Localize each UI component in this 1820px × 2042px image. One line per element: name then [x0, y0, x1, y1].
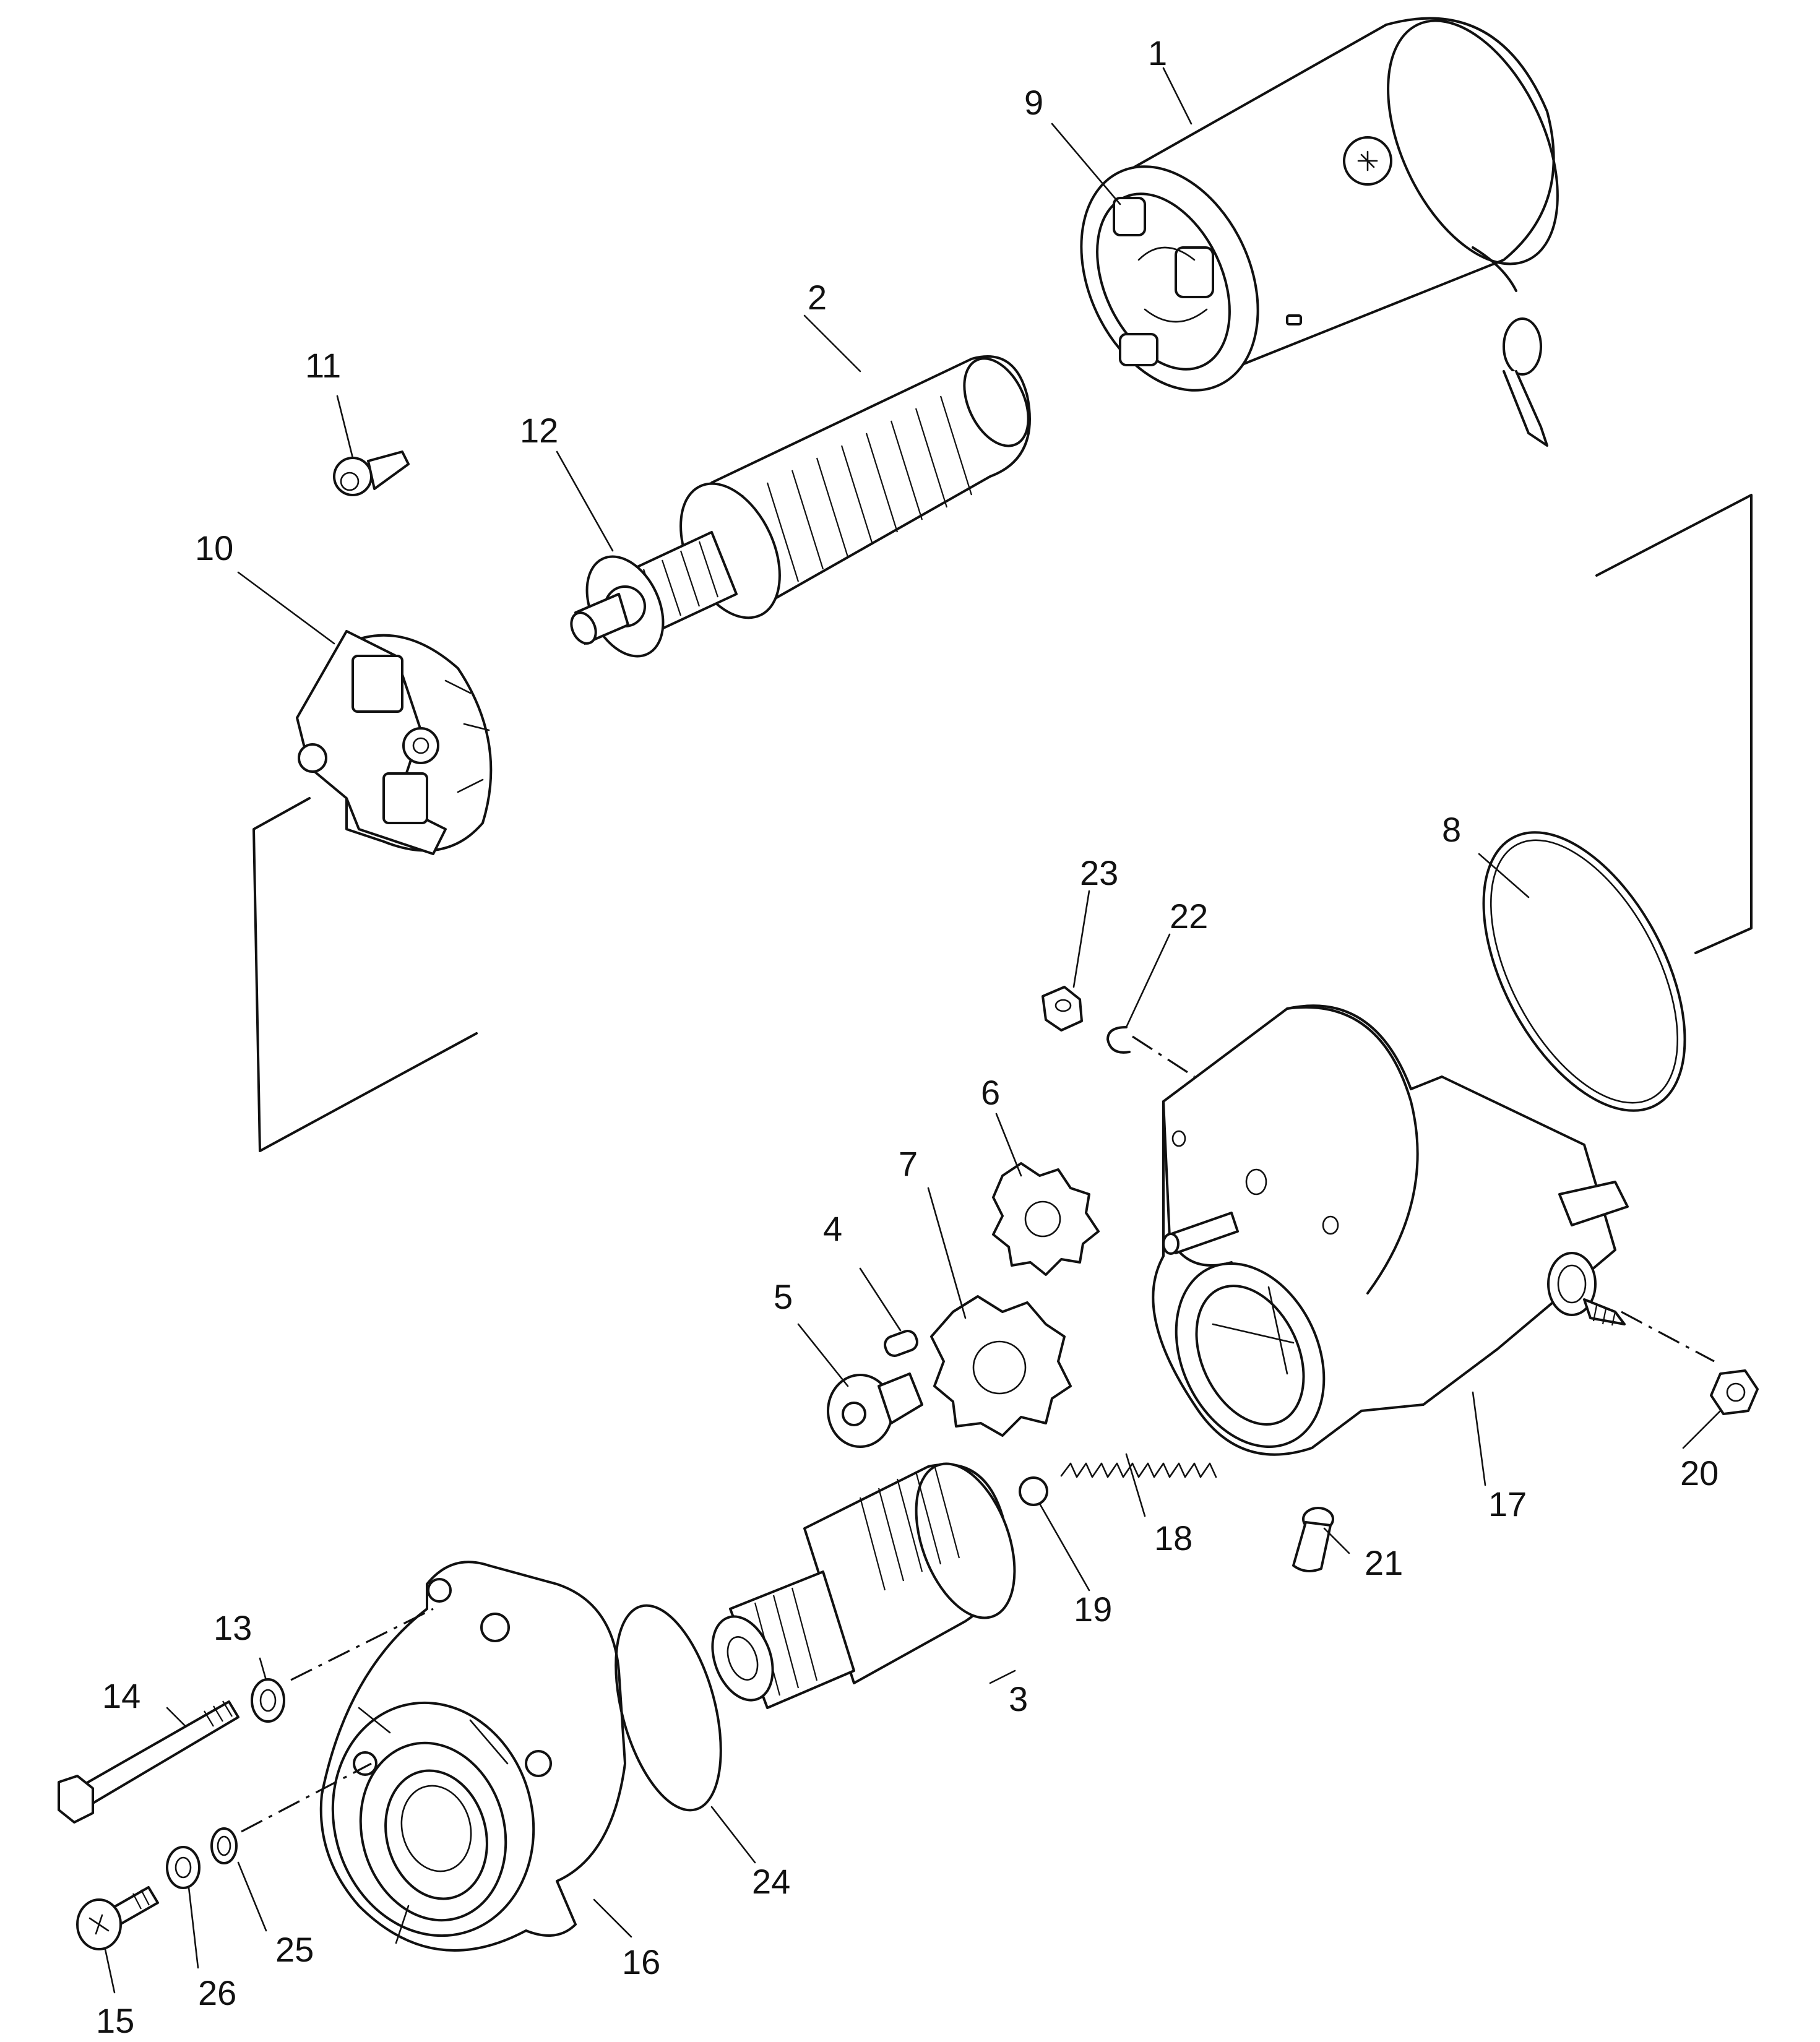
callout-16: 16	[622, 1942, 660, 1981]
callout-25: 25	[275, 1930, 314, 1969]
callout-10: 10	[195, 528, 233, 567]
callout-12: 12	[520, 411, 558, 450]
callout-22: 22	[1170, 897, 1208, 936]
callout-4: 4	[823, 1209, 842, 1248]
callout-7: 7	[899, 1144, 918, 1183]
part-24-o-ring	[615, 1604, 722, 1812]
part-6-gear	[992, 1162, 1100, 1276]
callout-11: 11	[305, 346, 341, 385]
leader-lines	[104, 67, 1722, 1994]
callout-1: 1	[1148, 33, 1167, 72]
part-7-gear	[930, 1295, 1072, 1437]
callout-18: 18	[1154, 1519, 1192, 1557]
callout-15: 15	[96, 2001, 134, 2040]
part-11-clip	[333, 450, 410, 496]
callout-21: 21	[1365, 1543, 1403, 1582]
callout-19: 19	[1074, 1590, 1112, 1629]
part-8-o-ring-inner	[1490, 839, 1679, 1104]
callout-3: 3	[1009, 1679, 1028, 1718]
callout-2: 2	[808, 278, 827, 317]
callout-17: 17	[1488, 1484, 1527, 1523]
part-14-through-bolt	[58, 1700, 239, 1824]
part-21-bolt	[1292, 1507, 1334, 1572]
callout-labels: 1 2 3 4 5 6 7 8 9 10 11 12 13 14 15 16 1…	[96, 33, 1719, 2040]
part-4-pin	[884, 1330, 918, 1357]
part-19-ball	[1019, 1476, 1048, 1506]
part-17-housing	[1152, 1004, 1629, 1456]
part-13-washer	[251, 1678, 285, 1723]
callout-14: 14	[102, 1676, 140, 1715]
part-5-collar	[827, 1372, 923, 1448]
callout-24: 24	[752, 1862, 790, 1901]
part-18-spring	[1060, 1462, 1217, 1478]
callout-13: 13	[213, 1608, 252, 1647]
part-20-nut	[1710, 1369, 1759, 1415]
assembly-lines	[241, 494, 1753, 1833]
part-15-screw	[76, 1886, 159, 1950]
part-23-nut	[1042, 986, 1083, 1032]
callout-26: 26	[198, 1973, 236, 2012]
part-22-clip	[1106, 1026, 1131, 1054]
part-16-front-housing	[319, 1561, 626, 1952]
part-8-o-ring	[1482, 831, 1686, 1112]
callout-20: 20	[1680, 1454, 1719, 1493]
part-3-pinion-clutch	[711, 1462, 1016, 1709]
callout-8: 8	[1442, 810, 1461, 849]
part-25-washer	[210, 1827, 238, 1864]
part-2-armature	[570, 355, 1031, 658]
callout-5: 5	[774, 1277, 793, 1316]
callout-6: 6	[981, 1073, 1000, 1112]
part-10-brush-holder	[296, 630, 493, 855]
part-1-yoke	[1080, 17, 1559, 447]
callout-9: 9	[1024, 83, 1043, 122]
part-26-washer	[166, 1846, 201, 1889]
callout-23: 23	[1080, 853, 1118, 892]
